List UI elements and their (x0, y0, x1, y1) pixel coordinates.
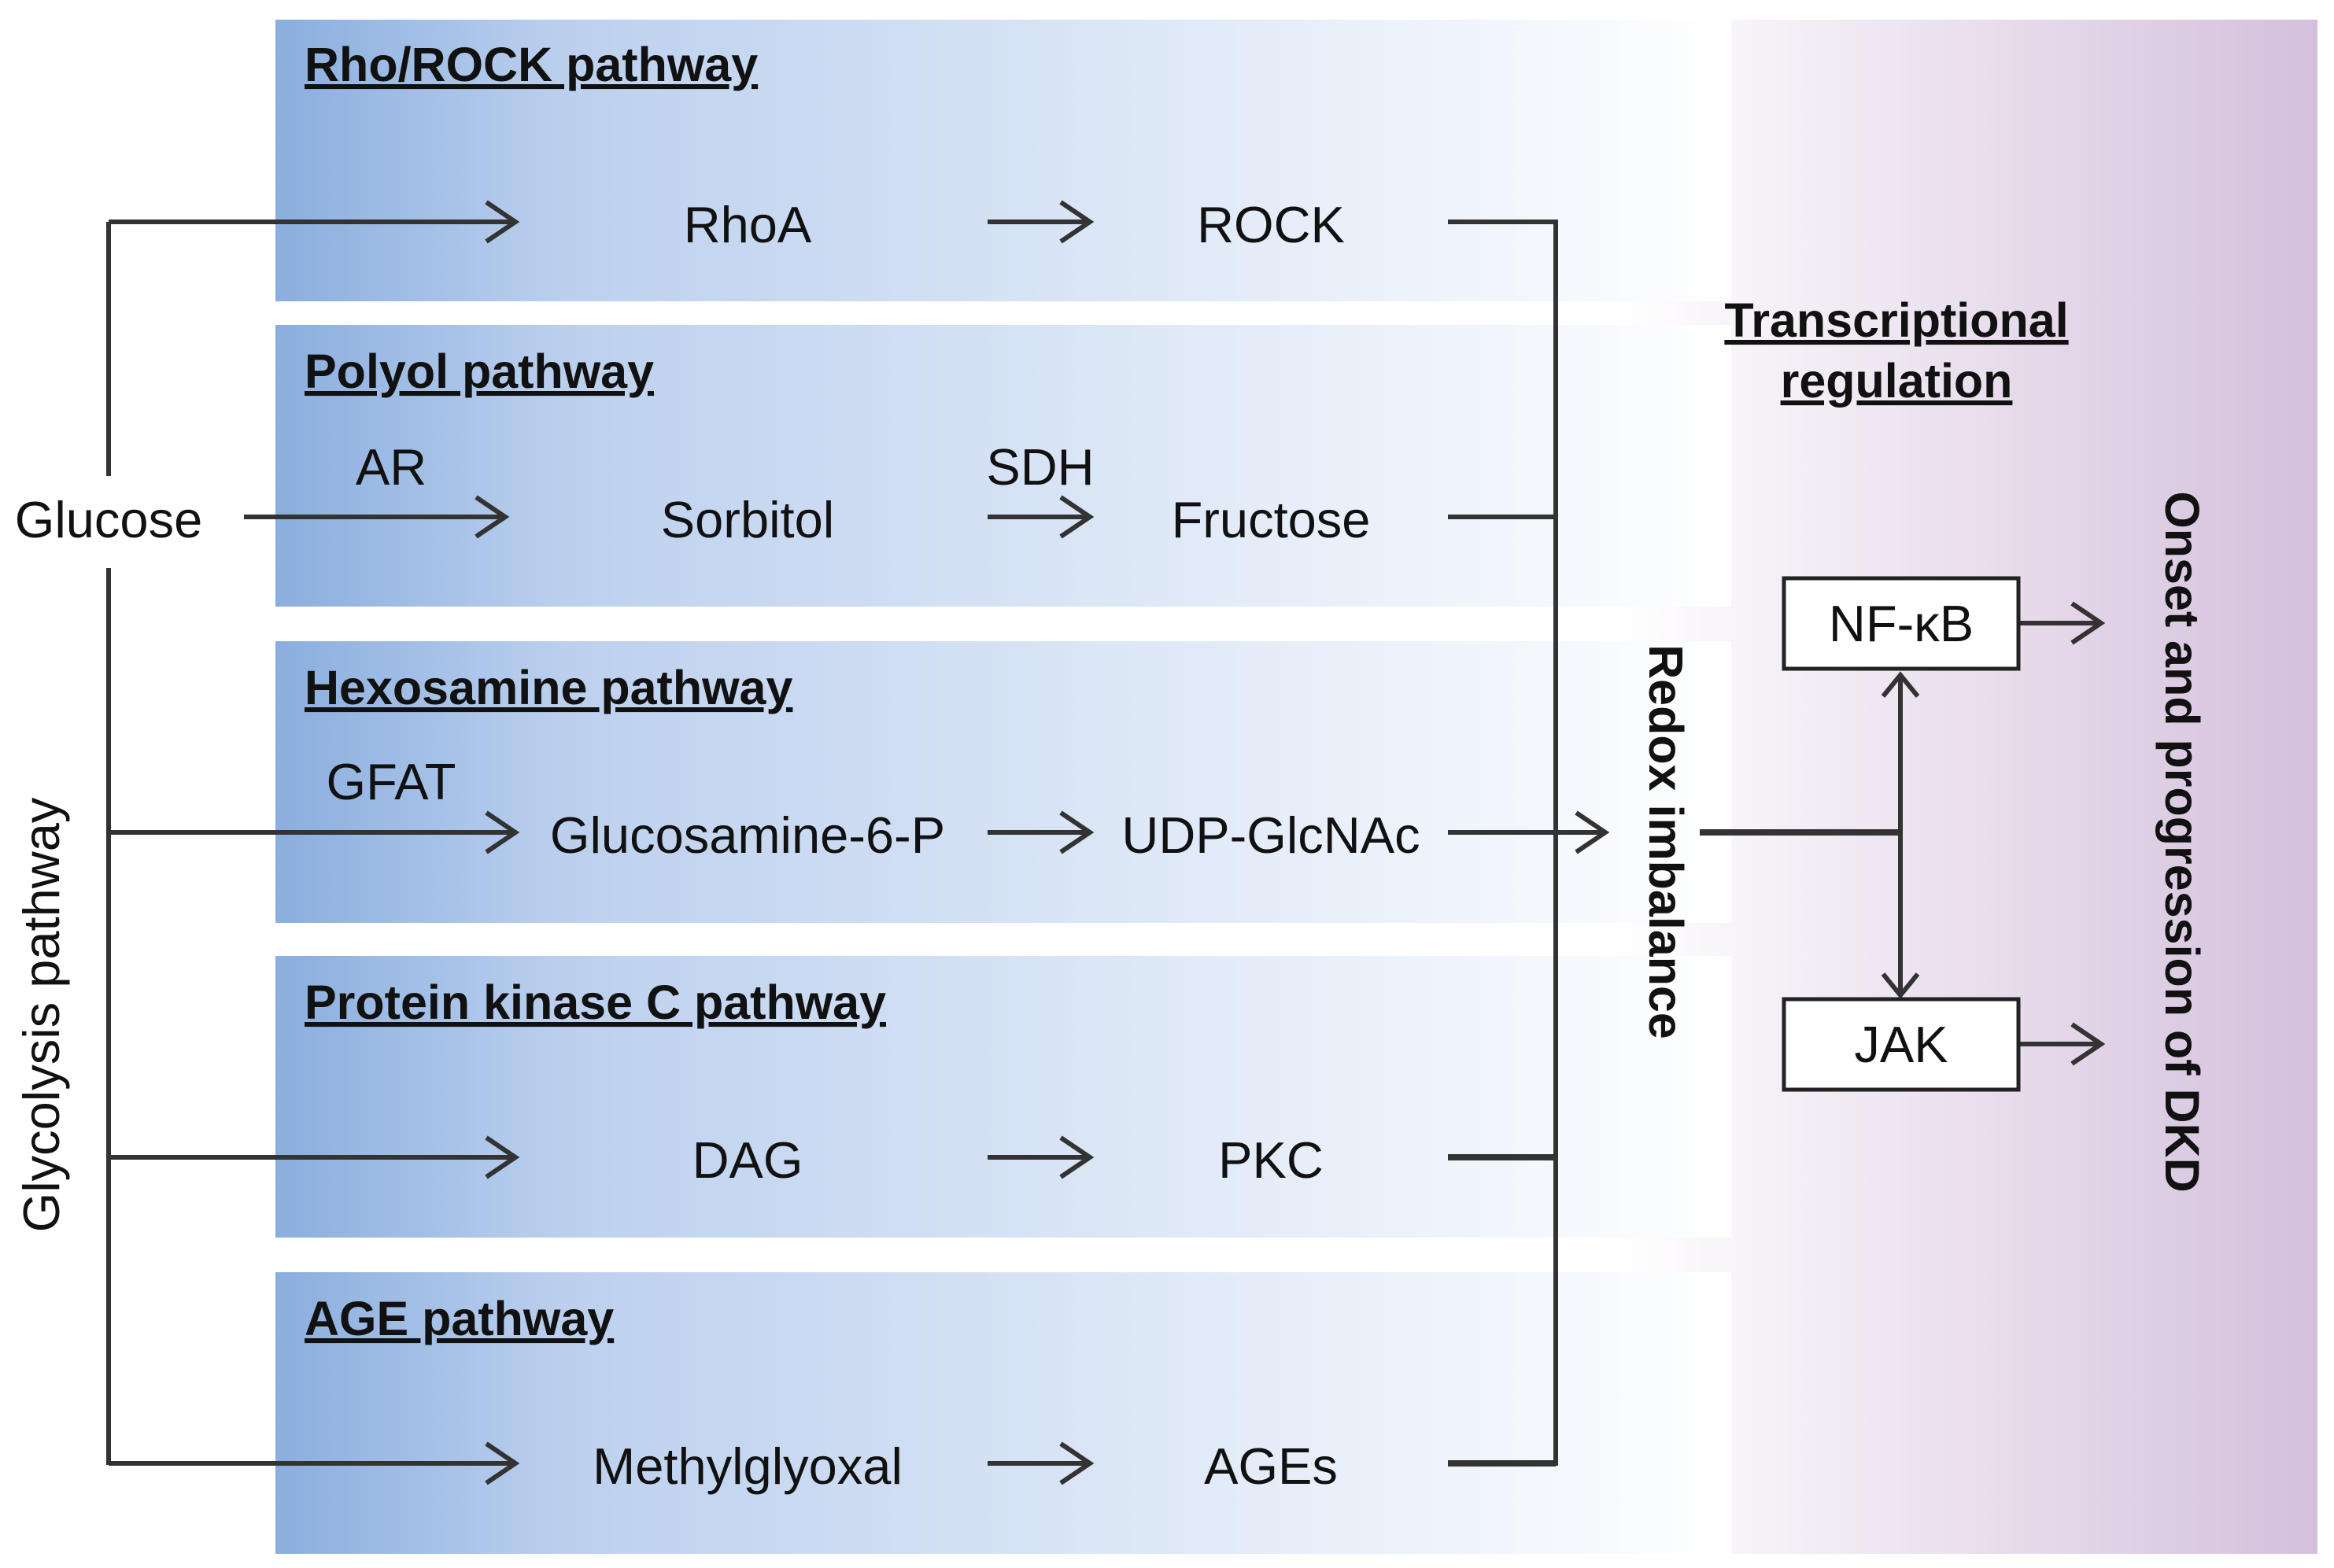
glycolysis-pathway-label: Glycolysis pathway (13, 797, 70, 1232)
node-glucosamine-6-p: Glucosamine-6-P (550, 806, 945, 864)
node-methylglyoxal: Methylglyoxal (593, 1437, 903, 1495)
transcriptional-regulation-line1: Transcriptional (1724, 293, 2068, 347)
transcriptional-regulation-line2: regulation (1781, 354, 2013, 408)
enzyme-label-ar: AR (356, 438, 427, 496)
node-rhoa: RhoA (684, 196, 812, 253)
panel-hexosamine (275, 641, 1731, 923)
node-fructose: Fructose (1172, 491, 1371, 548)
jak-box: JAK (1782, 997, 2021, 1092)
middle-arrows (988, 200, 1095, 1485)
pathway-title-age: AGE pathway (305, 1292, 614, 1345)
dkd-outcome-label: Onset and progression of DKD (2155, 491, 2209, 1192)
node-sorbitol: Sorbitol (661, 491, 834, 548)
panel-age (275, 1272, 1731, 1554)
pathway-title-rho-rock: Rho/ROCK pathway (305, 38, 758, 91)
node-ages: AGEs (1204, 1437, 1338, 1495)
redox-imbalance-label: Redox imbalance (1639, 644, 1693, 1039)
pathway-title-hexosamine: Hexosamine pathway (305, 661, 792, 714)
nfkb-box: NF-κB (1782, 576, 2021, 671)
jak-label: JAK (1854, 1016, 1948, 1073)
glycolysis-connectors (106, 220, 515, 1466)
glycolysis-arrowheads (475, 200, 520, 1485)
panel-polyol (275, 325, 1731, 607)
pathway-title-polyol: Polyol pathway (305, 345, 654, 398)
nfkb-label: NF-κB (1829, 595, 1974, 652)
signalling-connectors (1700, 601, 2106, 1066)
enzyme-label-sdh: SDH (986, 438, 1094, 496)
node-pkc: PKC (1218, 1131, 1324, 1189)
glucose-label: Glucose (15, 491, 202, 548)
enzyme-label-gfat: GFAT (327, 753, 456, 810)
pathway-panels (275, 20, 1731, 1554)
panel-rho-rock (275, 20, 1731, 301)
panel-pkc (275, 956, 1731, 1238)
pathway-title-pkc: Protein kinase C pathway (305, 976, 886, 1029)
convergence-bracket (1448, 220, 1610, 1467)
node-dag: DAG (692, 1131, 803, 1189)
node-rock: ROCK (1197, 196, 1345, 253)
node-udp-glcnac: UDP-GlcNAc (1121, 806, 1420, 864)
